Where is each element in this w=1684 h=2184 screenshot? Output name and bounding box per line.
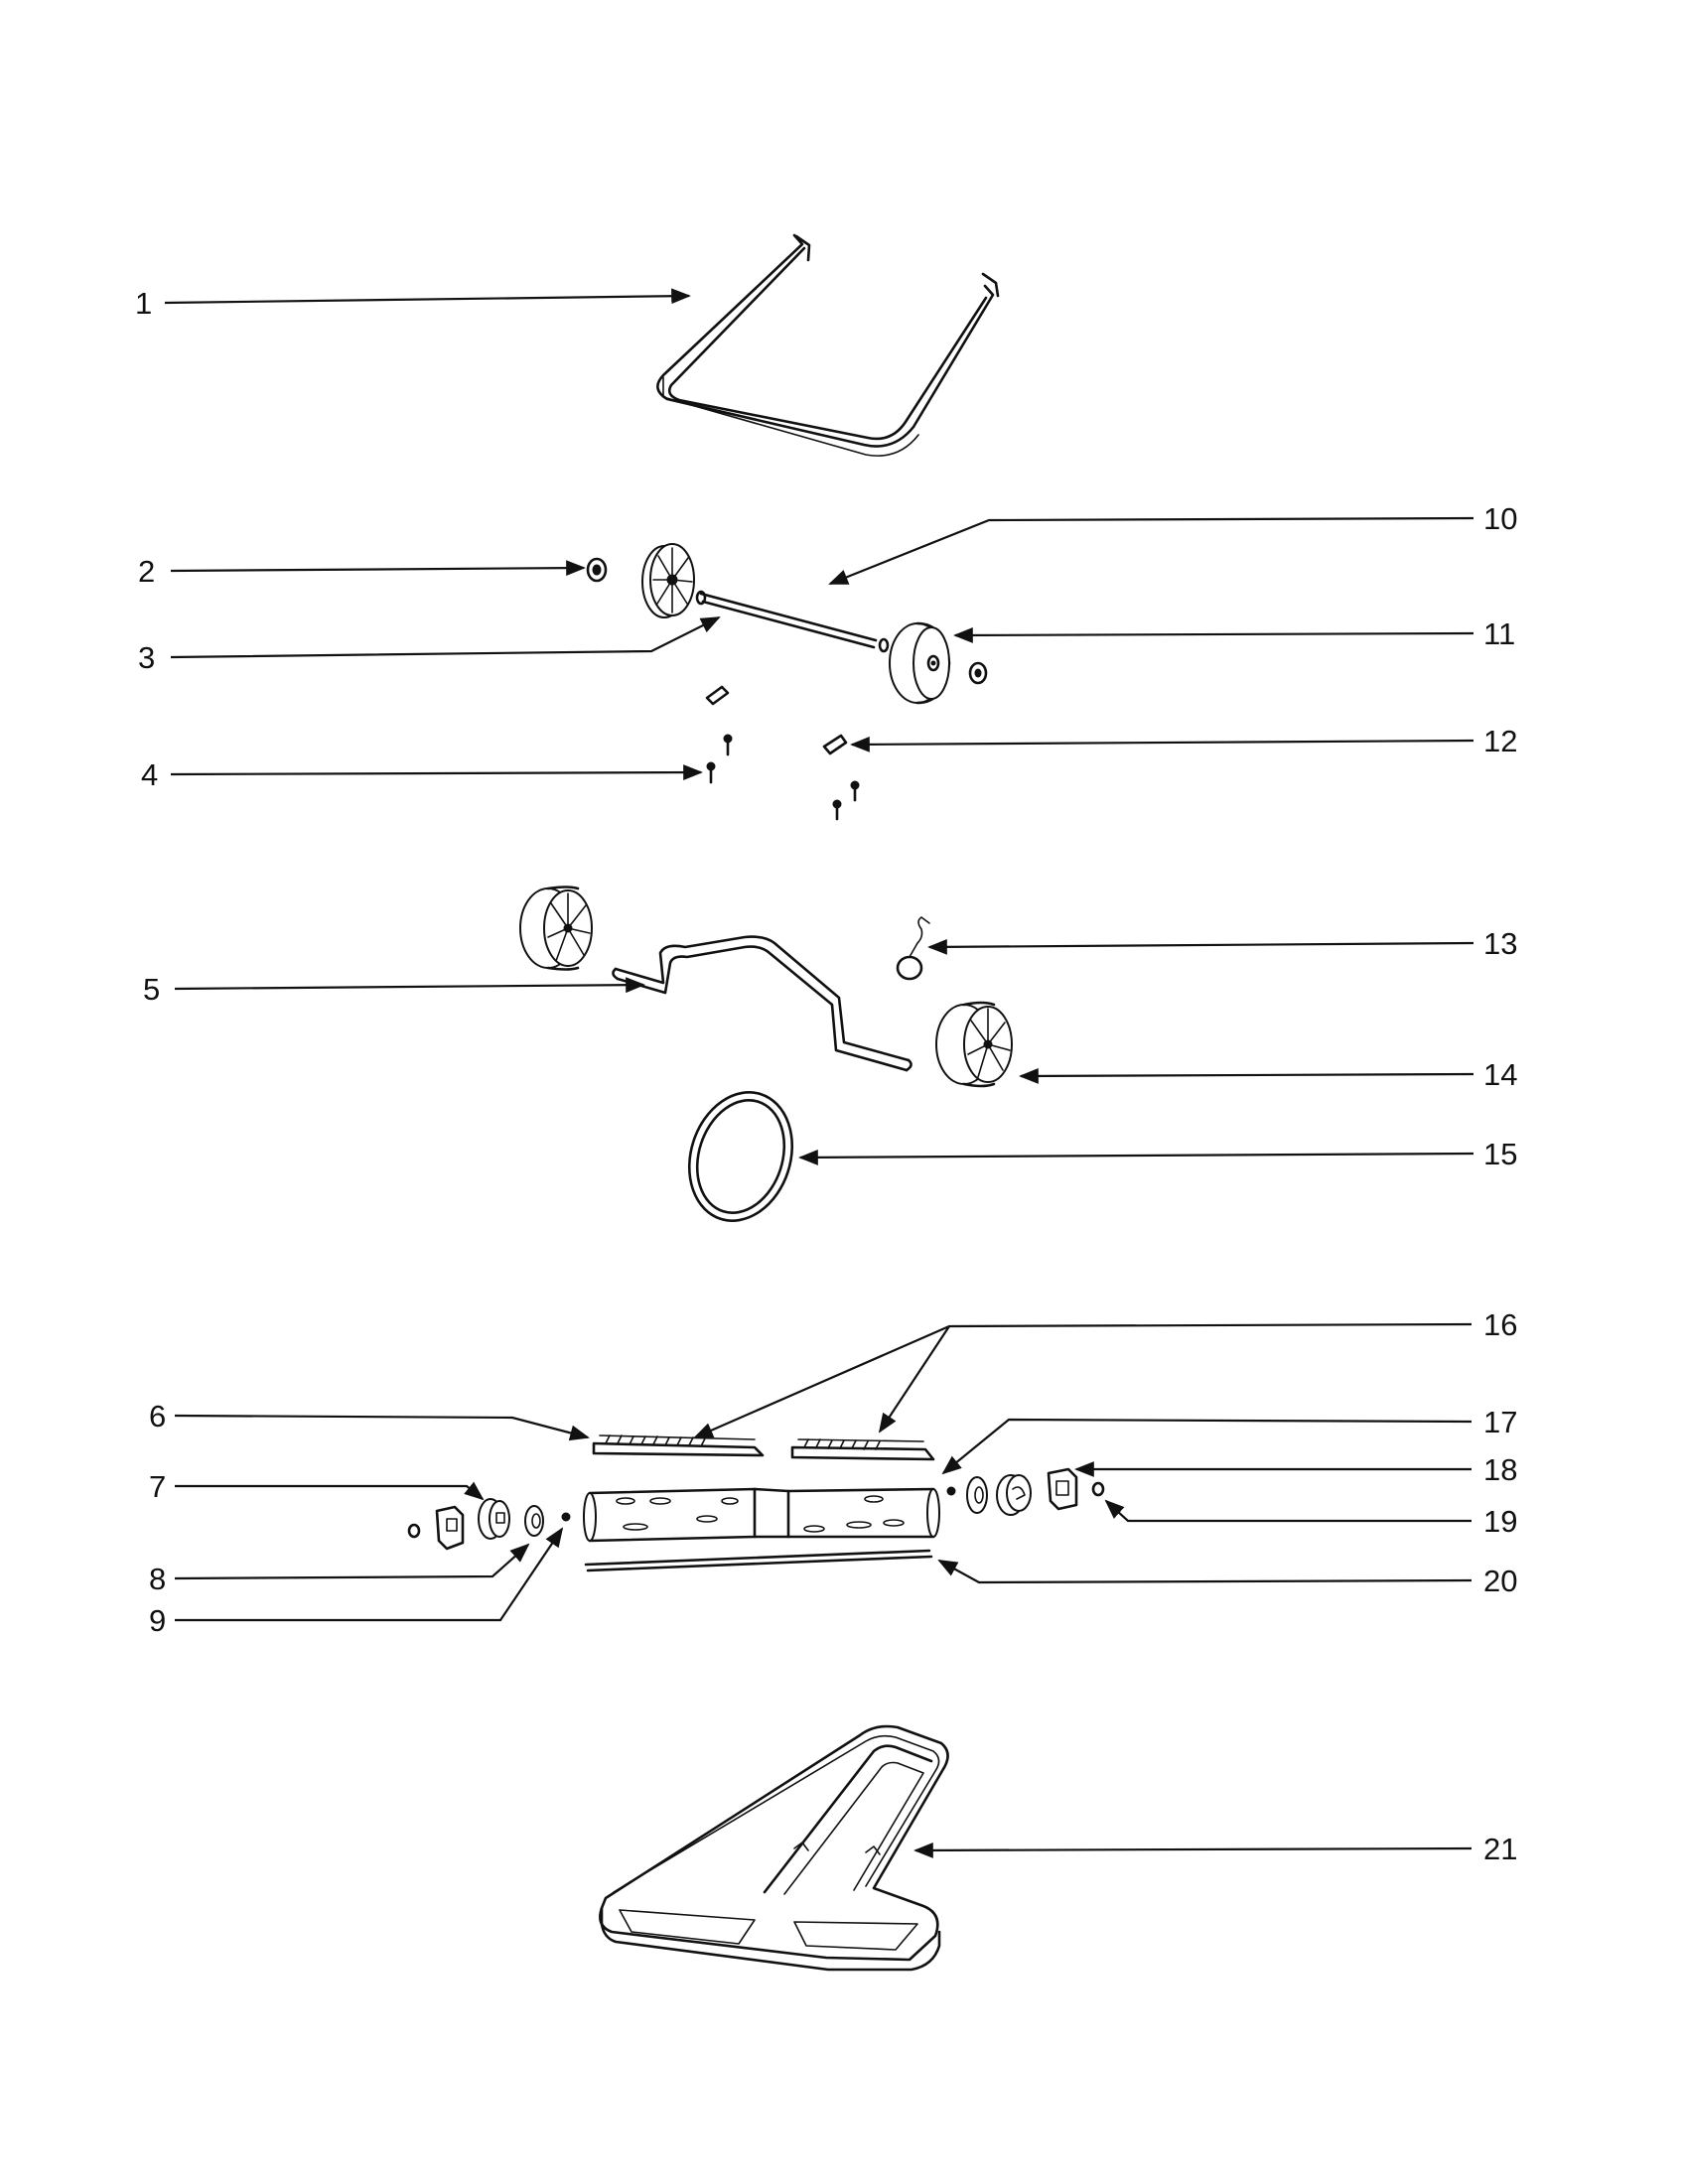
callout-7: 7: [149, 1469, 166, 1504]
callout-10: 10: [1483, 501, 1517, 536]
callout-13: 13: [1483, 926, 1517, 961]
part-5-front-wheel: [519, 886, 593, 971]
leader-lines: [164, 288, 1474, 1858]
leader-16b: [878, 1325, 950, 1433]
leader-11: [953, 627, 1474, 643]
part-10-axle: [695, 590, 890, 653]
callout-3: 3: [138, 640, 155, 675]
part-6-brush-roll: [583, 1487, 940, 1543]
leader-4: [170, 764, 703, 780]
part-20-bar: [584, 1549, 933, 1572]
callout-5: 5: [143, 972, 160, 1007]
part-21-nozzle: [599, 1724, 949, 1972]
leader-20: [937, 1560, 1473, 1584]
leader-19: [1104, 1499, 1472, 1523]
callout-16: 16: [1483, 1307, 1517, 1342]
callout-14: 14: [1483, 1057, 1517, 1092]
part-right-end-caps: [946, 1467, 1105, 1516]
leader-9: [175, 1527, 564, 1622]
leader-15: [798, 1149, 1474, 1165]
leader-13: [927, 938, 1474, 955]
leader-14: [1019, 1068, 1474, 1084]
part-2-cap: [586, 557, 608, 583]
callout-17: 17: [1483, 1405, 1517, 1439]
leader-6: [174, 1414, 590, 1441]
callout-9: 9: [149, 1603, 166, 1638]
part-1-handle-bail: [656, 233, 1000, 457]
leader-10: [828, 516, 1474, 586]
part-15-belt: [687, 1091, 794, 1222]
leader-3: [170, 616, 721, 659]
part-4-screws: [706, 734, 860, 821]
part-left-rear-wheel: [641, 543, 695, 618]
part-11-cap: [968, 661, 988, 685]
part-16-brush-strips: [592, 1434, 935, 1461]
callout-labels: 1 2 3 4 5 6 7 8 9 10 11 12 13 14 15 16 1…: [135, 286, 1517, 1866]
part-5-height-rod: [612, 935, 912, 1072]
callout-8: 8: [149, 1562, 166, 1596]
leader-21: [913, 1843, 1473, 1858]
callout-15: 15: [1483, 1137, 1517, 1171]
part-13-spring: [896, 916, 930, 981]
callout-18: 18: [1483, 1452, 1517, 1487]
callout-1: 1: [135, 286, 152, 321]
callout-4: 4: [141, 757, 158, 792]
callout-6: 6: [149, 1399, 166, 1433]
callout-12: 12: [1483, 724, 1517, 758]
leader-7: [175, 1481, 485, 1501]
leader-1: [164, 288, 691, 305]
part-12-clips: [705, 685, 848, 755]
callout-2: 2: [138, 554, 155, 589]
leader-5: [174, 977, 645, 994]
part-11-rear-wheel: [889, 621, 951, 705]
leader-8: [174, 1543, 530, 1580]
callout-11: 11: [1483, 616, 1515, 651]
callout-21: 21: [1483, 1832, 1517, 1866]
leader-17: [941, 1418, 1473, 1475]
callout-20: 20: [1483, 1564, 1517, 1598]
callout-19: 19: [1483, 1504, 1517, 1539]
leader-2: [170, 560, 586, 577]
part-left-end-caps: [407, 1498, 571, 1551]
part-14-front-wheel: [935, 1001, 1013, 1088]
leader-12: [850, 736, 1474, 752]
